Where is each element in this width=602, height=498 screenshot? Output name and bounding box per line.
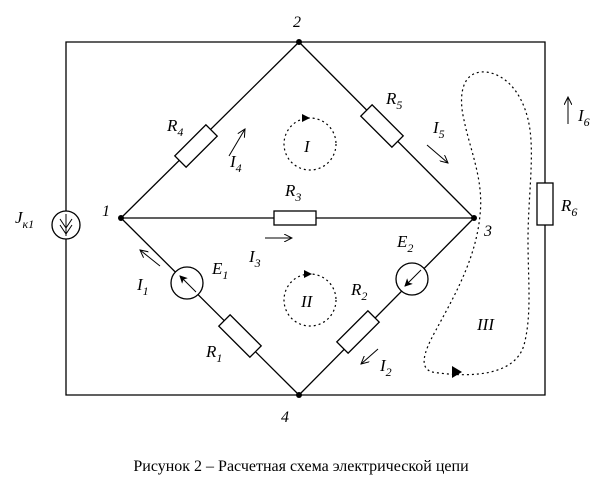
loop-arrow-1: [283, 114, 337, 171]
label-jk1: Jк1: [15, 208, 34, 231]
emf-source-e1: [170, 266, 204, 300]
emf-source-e2: [395, 262, 429, 296]
node-label-3: 3: [483, 223, 492, 240]
wire-branch-3-4: [298, 217, 475, 396]
current-source-jk1: [51, 210, 81, 240]
label-i4: I4: [229, 152, 242, 175]
label-i1: I1: [136, 275, 149, 298]
node-label-4: 4: [281, 409, 289, 426]
wire-branch-1-4: [120, 217, 300, 396]
resistor-r2: [335, 309, 381, 355]
current-arrow-i1: [140, 250, 161, 267]
label-e2: E2: [396, 232, 413, 255]
resistor-r6: [536, 182, 554, 226]
loop-label-3: III: [476, 315, 495, 334]
node-dot-1: [118, 215, 124, 221]
label-r4: R4: [166, 116, 183, 139]
current-arrow-i5: [426, 144, 448, 163]
label-i5: I5: [432, 118, 445, 141]
outer-wire-frame: [65, 41, 546, 396]
label-i3: I3: [248, 247, 261, 270]
label-r6: R6: [560, 196, 577, 219]
label-r2: R2: [350, 280, 367, 303]
label-r1: R1: [205, 342, 222, 365]
loop-label-1: I: [303, 137, 311, 156]
loop-label-2: II: [300, 292, 314, 311]
node-label-1: 1: [102, 203, 110, 220]
label-r3: R3: [284, 181, 301, 204]
node-label-2: 2: [293, 14, 301, 31]
current-arrow-i4: [228, 129, 245, 157]
figure-caption: Рисунок 2 – Расчетная схема электрическо…: [133, 458, 469, 475]
resistor-r5: [359, 103, 405, 149]
node-dot-4: [296, 392, 302, 398]
label-i6: I6: [577, 106, 590, 129]
label-i2: I2: [379, 356, 392, 379]
loop-arrow-2: [283, 270, 337, 327]
resistor-r4: [173, 123, 219, 169]
resistor-r3: [273, 210, 317, 226]
current-arrow-i2: [361, 348, 379, 364]
node-dot-2: [296, 39, 302, 45]
resistor-r1: [217, 313, 263, 359]
node-dot-3: [471, 215, 477, 221]
loop-arrow-3: [423, 71, 532, 378]
label-e1: E1: [211, 259, 228, 282]
label-r5: R5: [385, 89, 402, 112]
